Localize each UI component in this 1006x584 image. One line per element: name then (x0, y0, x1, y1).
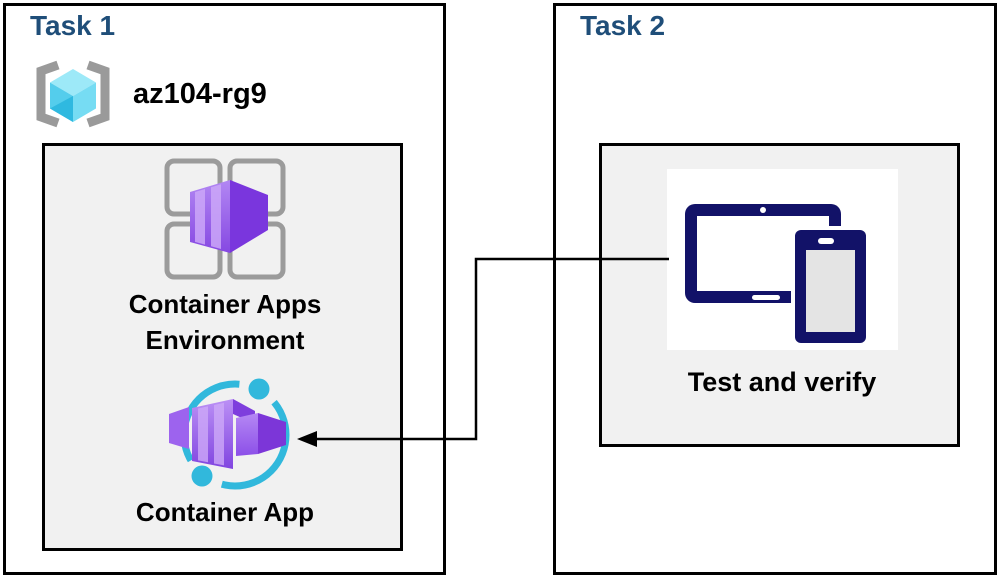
container-app-label: Container App (135, 497, 315, 527)
resource-group-name: az104-rg9 (133, 78, 267, 110)
container-apps-environment-icon (158, 152, 292, 286)
container-apps-environment-label: Container Apps Environment (128, 289, 322, 355)
resource-group-icon (28, 56, 118, 132)
resource-group-icon-svg (36, 60, 110, 128)
task2-title: Task 2 (580, 10, 666, 41)
container-app-icon (165, 372, 307, 496)
container-app-icon-svg (169, 378, 290, 490)
test-and-verify-label: Test and verify (687, 367, 877, 397)
devices-icon-svg (685, 204, 870, 347)
task1-title: Task 1 (30, 10, 116, 41)
devices-icon (667, 169, 898, 350)
container-apps-environment-icon-svg (164, 158, 286, 280)
